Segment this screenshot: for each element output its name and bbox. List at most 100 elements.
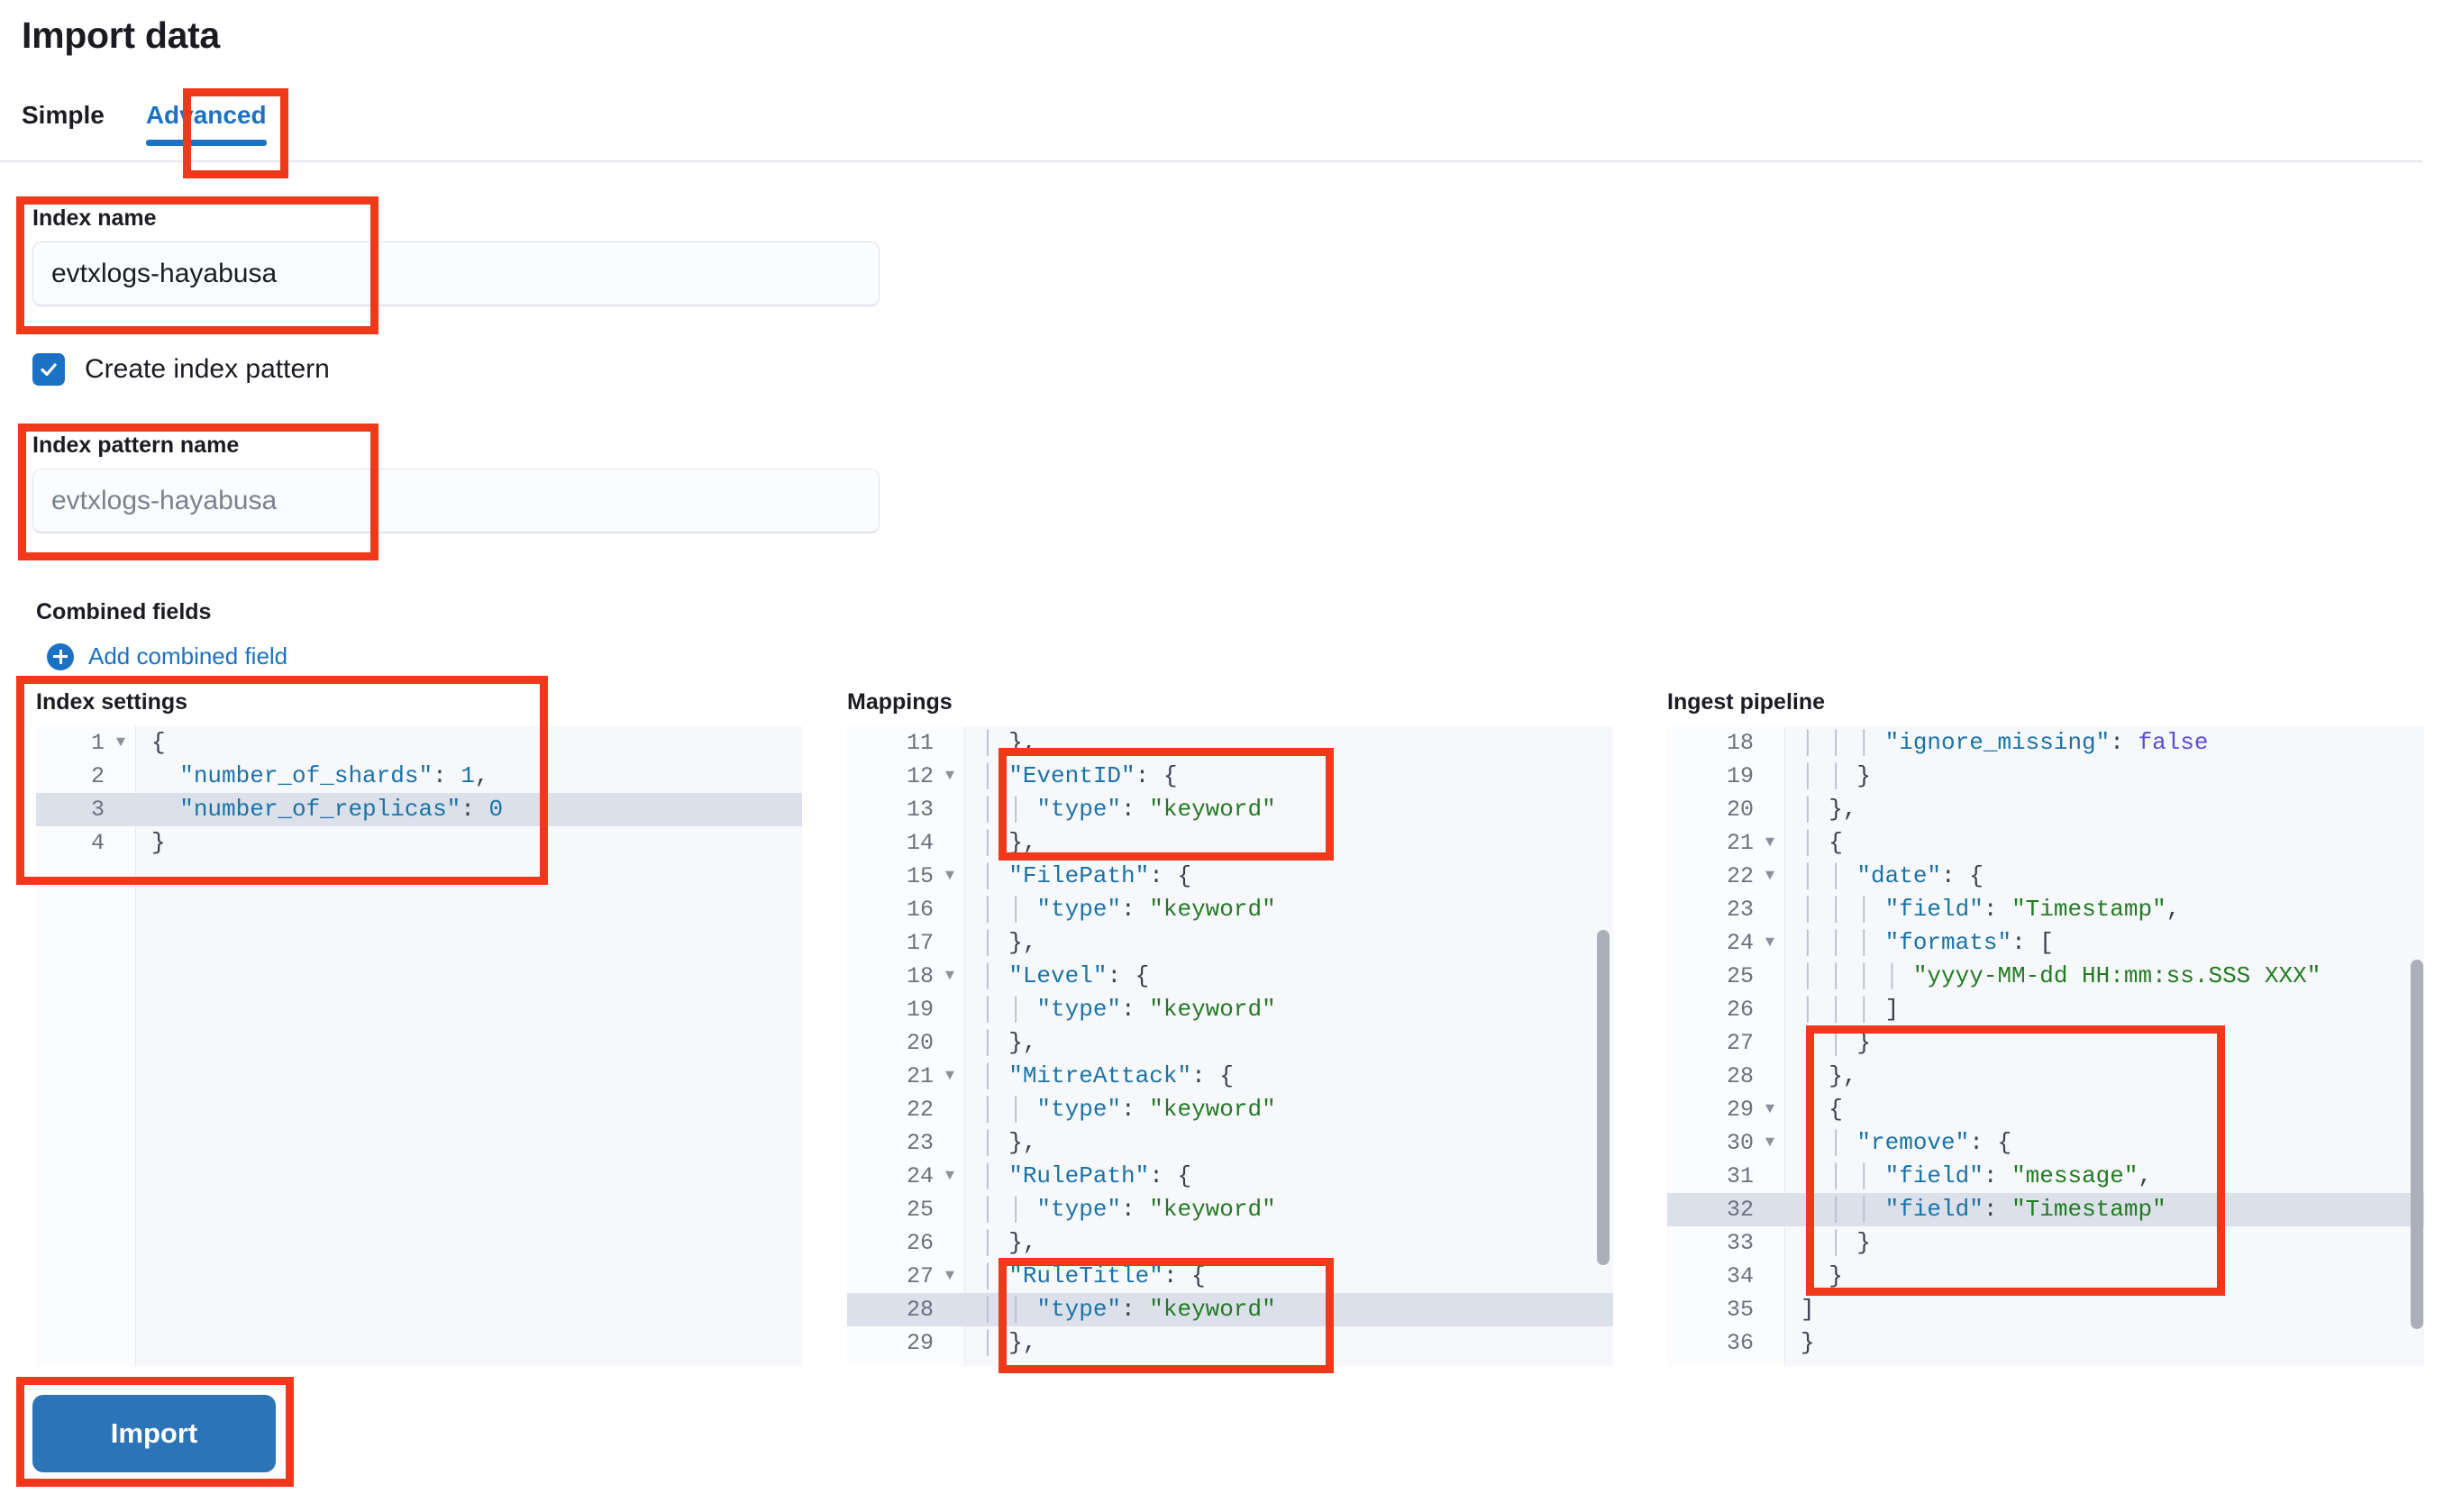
tab-advanced[interactable]: Advanced: [145, 101, 267, 146]
code-text: "number_of_replicas": 0: [179, 796, 504, 823]
code-line[interactable]: 1▼{: [36, 726, 802, 760]
mappings-scrollbar-thumb[interactable]: [1597, 930, 1610, 1265]
code-line[interactable]: 12▼│ "EventID": {: [847, 760, 1613, 793]
fold-toggle-icon[interactable]: ▼: [944, 968, 955, 985]
code-line[interactable]: 34│ }: [1667, 1260, 2424, 1293]
code-line[interactable]: 19│ │ "type": "keyword": [847, 993, 1613, 1026]
code-line[interactable]: 35]: [1667, 1293, 2424, 1326]
create-index-pattern-row[interactable]: Create index pattern: [32, 353, 330, 386]
code-text: │ │ │ "field": "Timestamp": [1801, 1196, 2166, 1223]
line-number: 20: [1726, 797, 1754, 823]
import-button[interactable]: Import: [32, 1395, 276, 1472]
code-line[interactable]: 28 │ │ "type": "keyword": [847, 1293, 1613, 1326]
tab-bar: Simple Advanced: [22, 90, 308, 146]
mappings-editor[interactable]: 11│ },12▼│ "EventID": {13│ │ "type": "ke…: [847, 726, 1613, 1366]
code-line[interactable]: 2 "number_of_shards": 1,: [36, 760, 802, 793]
checkbox-checked-icon[interactable]: [32, 353, 65, 386]
index-settings-editor[interactable]: 1▼{2 "number_of_shards": 1,3 "number_of_…: [36, 726, 802, 1366]
code-text: │ },: [980, 729, 1037, 756]
code-line[interactable]: 22▼│ │ "date": {: [1667, 860, 2424, 893]
code-line[interactable]: 15▼│ "FilePath": {: [847, 860, 1613, 893]
code-line[interactable]: 24▼│ "RulePath": {: [847, 1160, 1613, 1193]
code-line[interactable]: 28│ },: [1667, 1060, 2424, 1093]
ingest-pipeline-scrollbar-thumb[interactable]: [2411, 960, 2423, 1329]
code-line[interactable]: 21▼│ {: [1667, 826, 2424, 860]
line-number: 22: [906, 1097, 934, 1123]
code-line[interactable]: 19│ │ }: [1667, 760, 2424, 793]
index-name-label: Index name: [32, 205, 157, 231]
fold-toggle-icon[interactable]: ▼: [944, 1168, 955, 1185]
code-line[interactable]: 26│ },: [847, 1226, 1613, 1260]
index-name-input[interactable]: [32, 241, 880, 306]
code-line[interactable]: 27▼│ "RuleTitle": {: [847, 1260, 1613, 1293]
code-line[interactable]: 32│ │ │ "field": "Timestamp": [1667, 1193, 2424, 1226]
line-number: 35: [1726, 1297, 1754, 1323]
code-line[interactable]: 18▼│ "Level": {: [847, 960, 1613, 993]
code-line[interactable]: 25│ │ "type": "keyword": [847, 1193, 1613, 1226]
fold-toggle-icon[interactable]: ▼: [944, 768, 955, 785]
code-line[interactable]: 26│ │ │ ]: [1667, 993, 2424, 1026]
code-text: │ "FilePath": {: [980, 862, 1192, 889]
code-line[interactable]: 20 │ },: [847, 1026, 1613, 1060]
fold-toggle-icon[interactable]: ▼: [1765, 1101, 1775, 1118]
code-line[interactable]: 25│ │ │ │ "yyyy-MM-dd HH:mm:ss.SSS XXX": [1667, 960, 2424, 993]
code-text: │ },: [980, 1029, 1037, 1056]
code-line[interactable]: 29│ },: [847, 1326, 1613, 1360]
fold-toggle-icon[interactable]: ▼: [944, 1068, 955, 1085]
line-number: 21: [1726, 830, 1754, 856]
code-text: │ │ │ "field": "message",: [1801, 1162, 2153, 1189]
line-number: 24: [1726, 930, 1754, 956]
code-text: │ │ "type": "keyword": [980, 896, 1276, 923]
code-line[interactable]: 18│ │ │ "ignore_missing": false: [1667, 726, 2424, 760]
code-line[interactable]: 11│ },: [847, 726, 1613, 760]
line-number: 20: [906, 1030, 934, 1056]
code-line[interactable]: 20│ },: [1667, 793, 2424, 826]
code-text: │ {: [1801, 1096, 1843, 1123]
fold-toggle-icon[interactable]: ▼: [944, 1268, 955, 1285]
code-line[interactable]: 22 │ │ "type": "keyword": [847, 1093, 1613, 1126]
code-line[interactable]: 30▼│ │ "remove": {: [1667, 1126, 2424, 1160]
tab-divider: [0, 160, 2422, 162]
line-number: 29: [906, 1330, 934, 1356]
line-number: 28: [906, 1297, 934, 1323]
code-text: │ │ "type": "keyword": [980, 1296, 1276, 1323]
code-line[interactable]: 13│ │ "type": "keyword": [847, 793, 1613, 826]
code-line[interactable]: 14│ },: [847, 826, 1613, 860]
index-pattern-name-input[interactable]: [32, 469, 880, 533]
line-number: 28: [1726, 1063, 1754, 1089]
code-line[interactable]: 17│ },: [847, 926, 1613, 960]
code-line[interactable]: 29▼│ {: [1667, 1093, 2424, 1126]
code-line[interactable]: 36}: [1667, 1326, 2424, 1360]
line-number: 23: [1726, 897, 1754, 923]
code-line[interactable]: 4}: [36, 826, 802, 860]
fold-toggle-icon[interactable]: ▼: [1765, 834, 1775, 852]
editor-gutter: [1667, 726, 1784, 1366]
page-title: Import data: [22, 14, 220, 56]
tab-simple[interactable]: Simple: [22, 101, 105, 146]
code-line[interactable]: 3 "number_of_replicas": 0: [36, 793, 802, 826]
fold-toggle-icon[interactable]: ▼: [1765, 934, 1775, 952]
fold-toggle-icon[interactable]: ▼: [1765, 1134, 1775, 1152]
code-line[interactable]: 21▼│ "MitreAttack": {: [847, 1060, 1613, 1093]
line-number: 1: [90, 730, 105, 756]
code-line[interactable]: 16│ │ "type": "keyword": [847, 893, 1613, 926]
code-text: }: [151, 829, 166, 856]
line-number: 27: [1726, 1030, 1754, 1056]
code-text: │ "MitreAttack": {: [980, 1062, 1234, 1089]
line-number: 31: [1726, 1163, 1754, 1189]
code-line[interactable]: 23│ },: [847, 1126, 1613, 1160]
line-number: 26: [1726, 997, 1754, 1023]
code-line[interactable]: 23│ │ │ "field": "Timestamp",: [1667, 893, 2424, 926]
code-text: │ "RuleTitle": {: [980, 1262, 1206, 1289]
code-line[interactable]: 27│ │ }: [1667, 1026, 2424, 1060]
fold-toggle-icon[interactable]: ▼: [1765, 868, 1775, 885]
code-line[interactable]: 33│ │ }: [1667, 1226, 2424, 1260]
fold-toggle-icon[interactable]: ▼: [115, 734, 126, 751]
code-line[interactable]: 24▼│ │ │ "formats": [: [1667, 926, 2424, 960]
add-combined-field-button[interactable]: Add combined field: [47, 642, 287, 670]
code-line[interactable]: 31 │ │ │ "field": "message",: [1667, 1160, 2424, 1193]
fold-toggle-icon[interactable]: ▼: [944, 868, 955, 885]
code-text: │ │ "type": "keyword": [980, 1096, 1276, 1123]
code-text: │ │ "date": {: [1801, 862, 1983, 889]
